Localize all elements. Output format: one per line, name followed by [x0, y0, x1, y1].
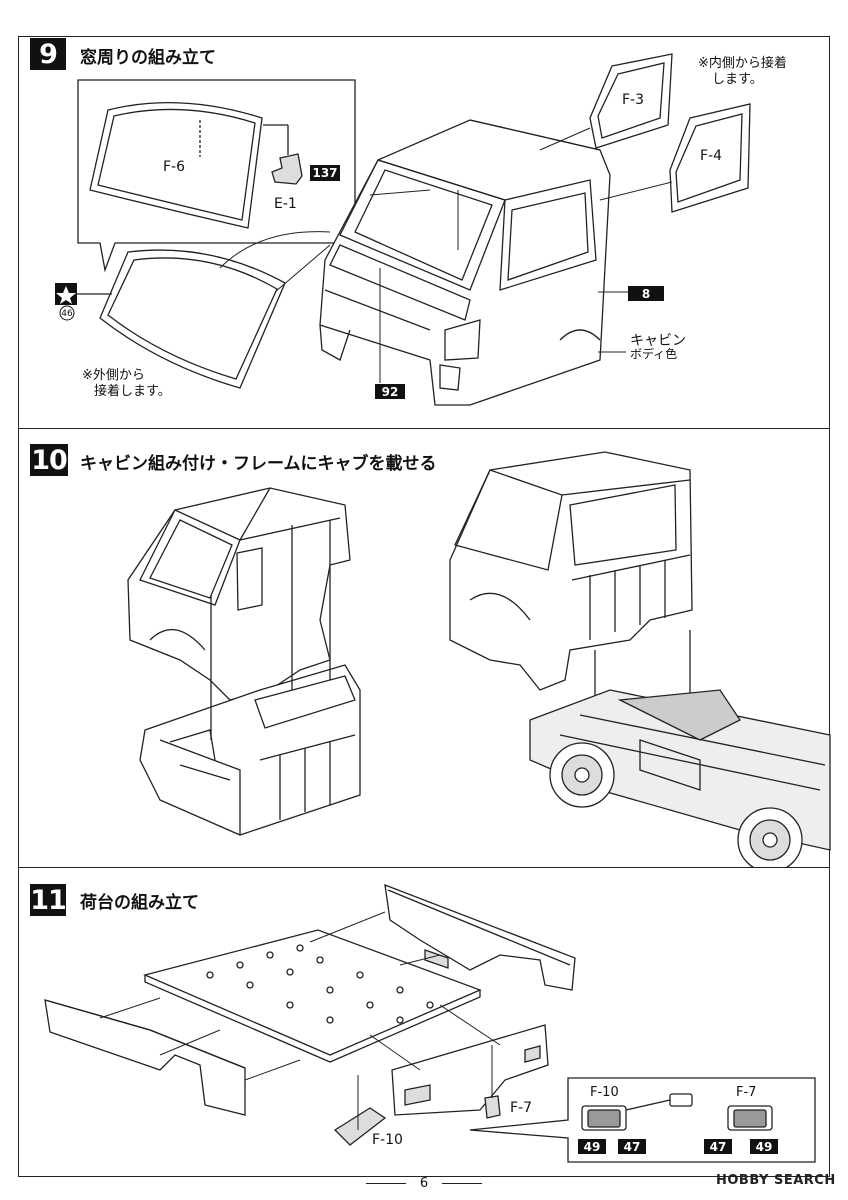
- step-9-number: 9: [30, 38, 66, 70]
- cabin-label: キャビン: [630, 333, 686, 349]
- part-label-f4: F-4: [700, 148, 723, 164]
- note-outside-glue: ※外側から 接着します。: [82, 368, 171, 400]
- detail-label-f7: F-7: [736, 1085, 757, 1100]
- note-inside-line2: します。: [712, 72, 763, 87]
- page-number: 6: [419, 1176, 429, 1191]
- paint-code-49-a: 49: [578, 1139, 606, 1154]
- body-color-label: ボディ色: [630, 347, 678, 361]
- footer-rule-left: [365, 1183, 406, 1184]
- step-11-title: 荷台の組み立て: [80, 893, 199, 913]
- note-outside-line2: 接着します。: [94, 384, 171, 399]
- part-label-f10: F-10: [372, 1132, 403, 1148]
- paint-code-92: 92: [375, 384, 405, 399]
- step-10-panel: [18, 428, 830, 868]
- detail-label-f10: F-10: [590, 1085, 619, 1100]
- star-ref-number: 46: [61, 309, 73, 319]
- step-11-panel: [18, 867, 830, 1177]
- paint-code-49-b: 49: [750, 1139, 778, 1154]
- note-outside-line1: ※外側から: [82, 368, 145, 383]
- note-inside-glue: ※内側から接着 します。: [698, 56, 787, 88]
- part-label-f6: F-6: [163, 159, 186, 175]
- step-11-number: 11: [30, 884, 67, 916]
- page-footer: 6: [0, 1176, 848, 1191]
- part-label-f7: F-7: [510, 1100, 533, 1116]
- paint-code-47-b: 47: [704, 1139, 732, 1154]
- paint-code-8: 8: [628, 286, 664, 301]
- step-9-title: 窓周りの組み立て: [80, 48, 216, 68]
- part-label-e1: E-1: [274, 196, 297, 212]
- paint-code-47-a: 47: [618, 1139, 646, 1154]
- part-label-f3: F-3: [622, 92, 645, 108]
- footer-rule-right: [442, 1183, 483, 1184]
- paint-code-137: 137: [310, 165, 340, 181]
- step-10-number: 10: [30, 444, 68, 476]
- watermark: HOBBY SEARCH: [716, 1173, 836, 1188]
- note-inside-line1: ※内側から接着: [698, 56, 787, 71]
- step-10-title: キャビン組み付け・フレームにキャブを載せる: [80, 454, 437, 474]
